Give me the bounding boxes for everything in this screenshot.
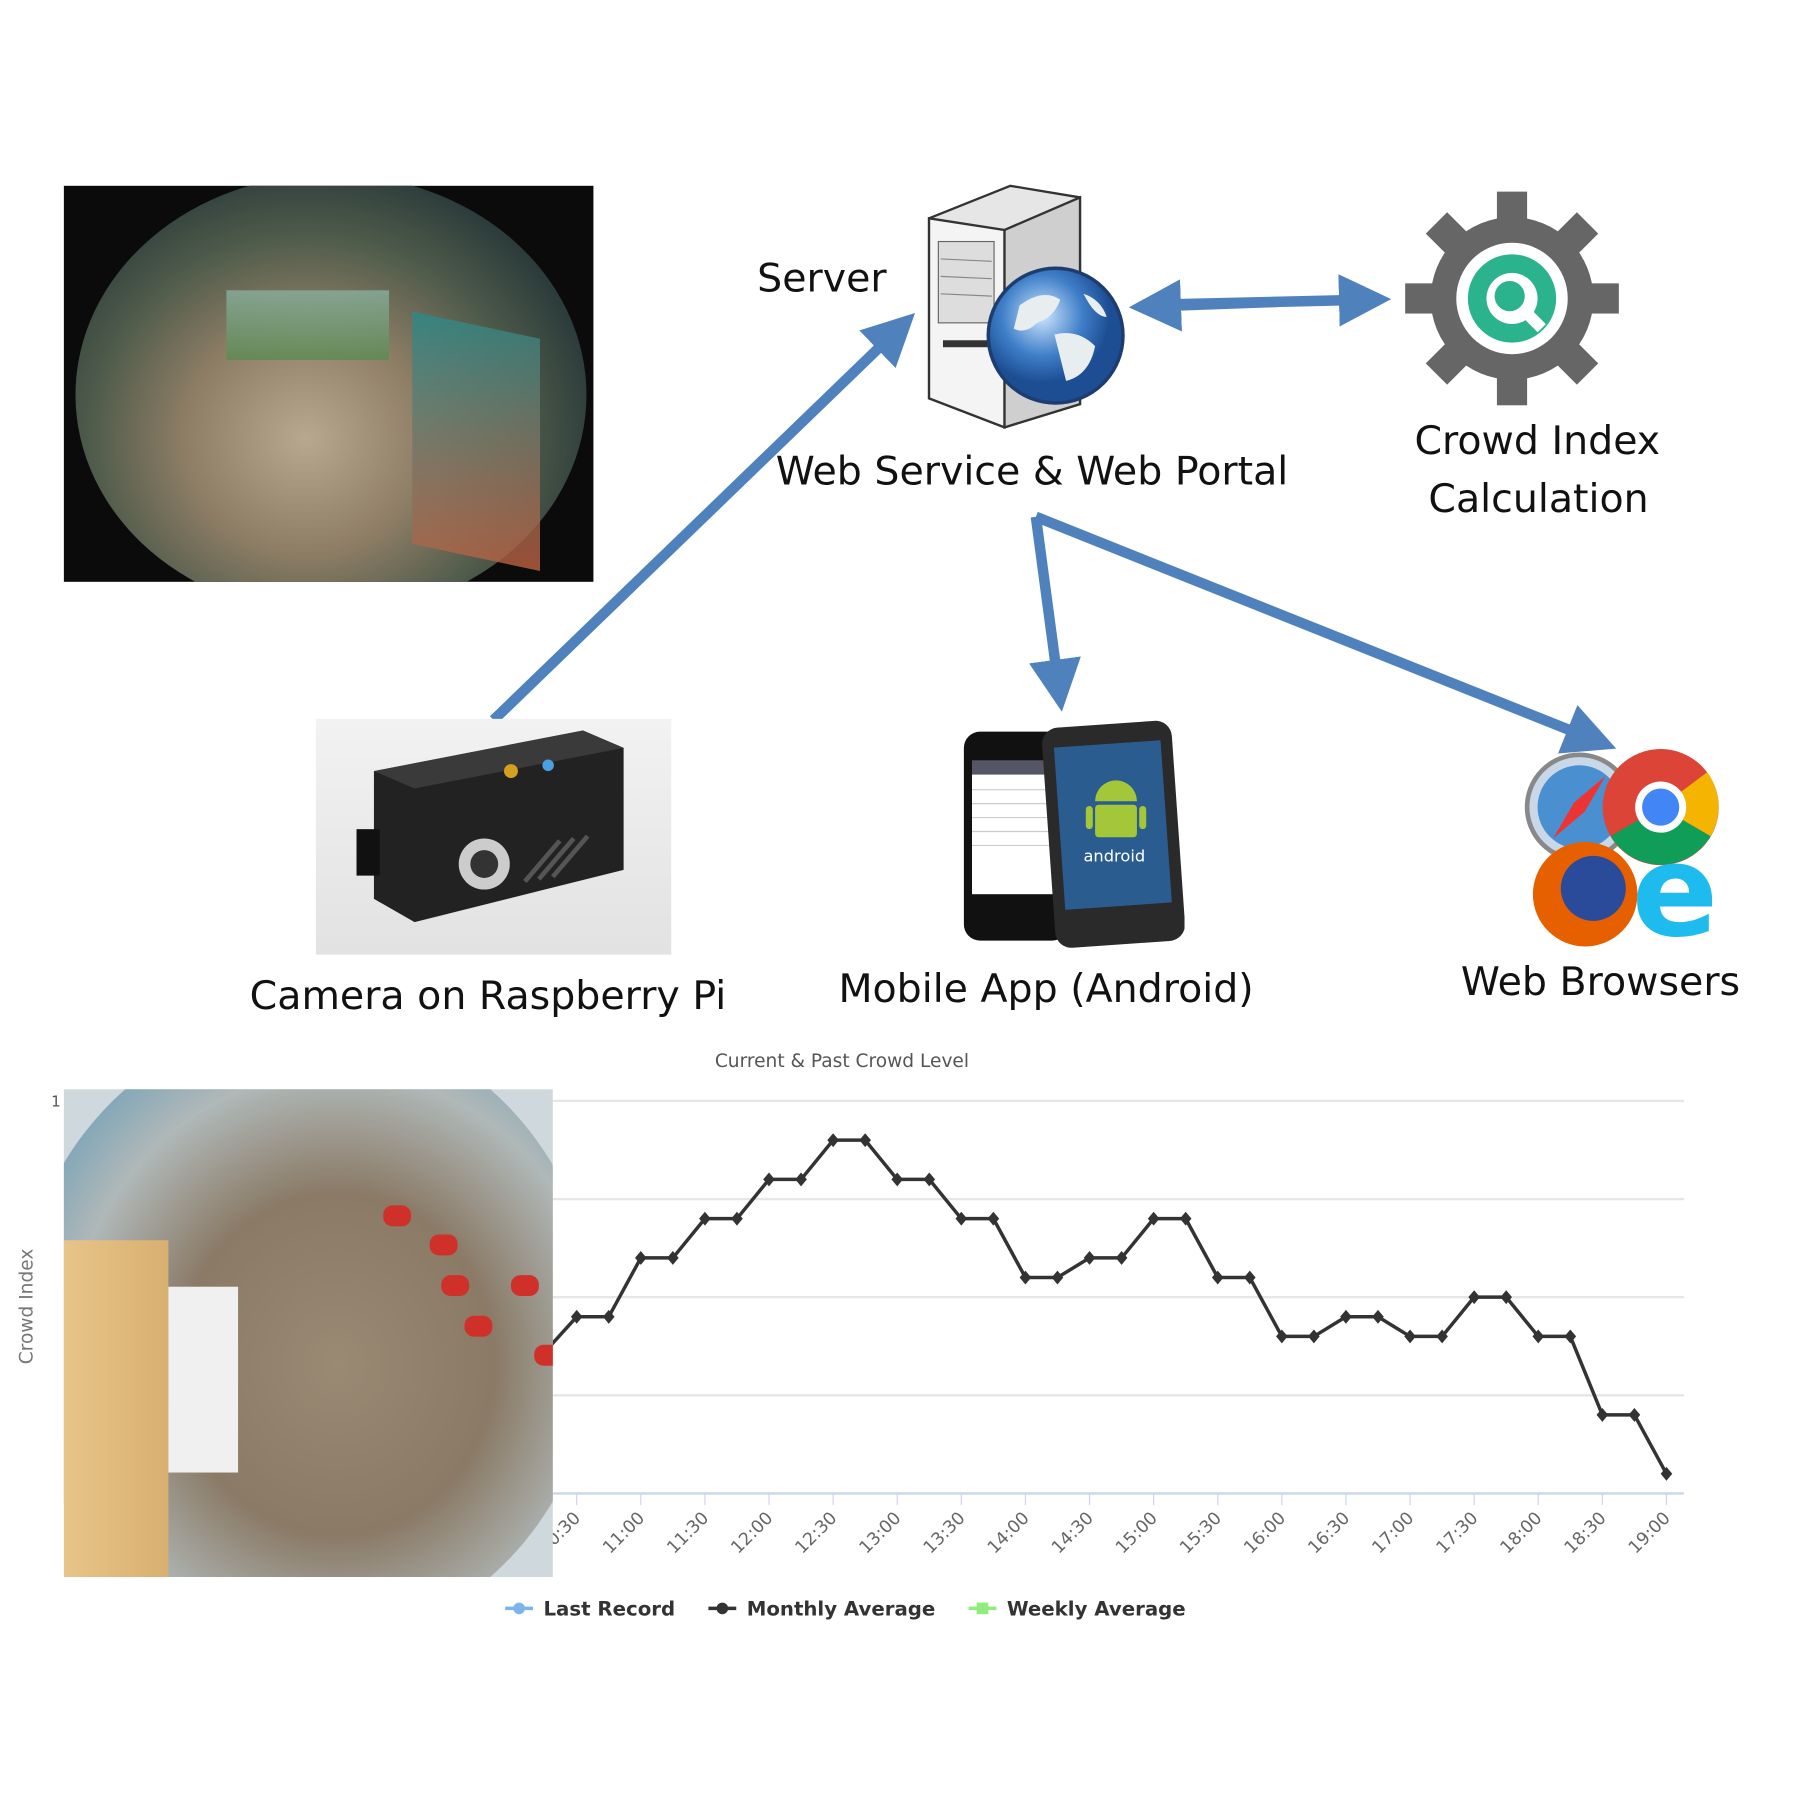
camera-device-photo: [315, 718, 672, 955]
legend-item[interactable]: Weekly Average: [968, 1597, 1186, 1620]
data-point: [827, 1133, 839, 1148]
data-point: [859, 1133, 871, 1148]
globe-icon: [986, 266, 1125, 405]
mobile-label: Mobile App (Android): [838, 966, 1254, 1013]
x-tick-label: 14:30: [1048, 1508, 1098, 1558]
legend-label: Last Record: [543, 1597, 675, 1620]
legend-item[interactable]: Last Record: [505, 1597, 675, 1620]
legend-marker: [513, 1602, 525, 1615]
data-point: [987, 1211, 1000, 1226]
server-icon: [927, 184, 1082, 430]
arrow-camera-to-server: [489, 312, 916, 724]
data-point: [731, 1211, 743, 1226]
data-point: [1596, 1407, 1609, 1422]
data-point: [1308, 1329, 1320, 1344]
x-tick-label: 15:30: [1176, 1508, 1226, 1558]
data-point: [1340, 1309, 1352, 1324]
data-point: [1468, 1290, 1480, 1305]
fisheye-lobby-photo: [63, 1089, 553, 1578]
arrow-gear-to-server: [1128, 279, 1278, 332]
legend-label: Weekly Average: [1007, 1597, 1186, 1620]
x-tick-label: 18:00: [1497, 1508, 1547, 1558]
fisheye-corridor-photo: [63, 185, 594, 582]
x-tick-label: 13:00: [856, 1508, 906, 1558]
flow-arrows: [489, 274, 1617, 754]
data-point: [955, 1211, 968, 1226]
data-point: [1147, 1211, 1160, 1226]
legend-marker: [976, 1602, 989, 1615]
legend-label: Monthly Average: [747, 1597, 936, 1620]
arrow-server-to-mobile: [1029, 516, 1081, 712]
x-tick-label: 19:00: [1625, 1508, 1675, 1558]
chrome-icon: [1602, 749, 1719, 866]
ie-icon: e: [1632, 817, 1719, 952]
series-line-monthly-average: [543, 1138, 1668, 1475]
data-point: [1372, 1309, 1384, 1324]
x-tick-label: 12:00: [728, 1508, 778, 1558]
data-point: [1404, 1329, 1416, 1344]
data-point: [1083, 1250, 1096, 1265]
web-service-label: Web Service & Web Portal: [775, 448, 1289, 495]
x-tick-label: 17:00: [1369, 1508, 1419, 1558]
y-tick-1: 1: [51, 1093, 61, 1111]
android-icon: [1085, 780, 1147, 838]
arrow-server-to-browsers: [1033, 511, 1617, 754]
camera-label: Camera on Raspberry Pi: [249, 973, 727, 1020]
x-tick-label: 12:30: [792, 1508, 842, 1558]
data-point: [1051, 1270, 1064, 1285]
x-tick-label: 18:30: [1561, 1508, 1611, 1558]
browser-icons: e: [1524, 749, 1719, 952]
server-label: Server: [757, 255, 887, 302]
x-tick-label: 17:30: [1433, 1508, 1483, 1558]
x-tick-label: 13:30: [920, 1508, 970, 1558]
x-tick-label: 11:00: [599, 1508, 649, 1558]
gear-icon: [1399, 188, 1626, 409]
smartphone-icon: android: [963, 720, 1185, 948]
legend-item[interactable]: Monthly Average: [708, 1597, 935, 1620]
crowd-index-label-line1: Crowd Index: [1414, 418, 1661, 465]
crowd-index-label-line2: Calculation: [1428, 476, 1649, 523]
legend-marker: [716, 1602, 729, 1615]
svg-text:android: android: [1083, 847, 1145, 866]
chart-title: Current & Past Crowd Level: [715, 1051, 969, 1072]
svg-text:e: e: [1632, 817, 1719, 952]
safari-icon: [1524, 752, 1634, 862]
x-tick-label: 14:00: [984, 1508, 1034, 1558]
browsers-label: Web Browsers: [1460, 959, 1741, 1006]
camera-device-icon: [356, 730, 624, 923]
x-tick-label: 16:00: [1240, 1508, 1290, 1558]
x-tick-label: 11:30: [663, 1508, 713, 1558]
firefox-icon: [1532, 841, 1638, 947]
y-axis-label: Crowd Index: [17, 1249, 38, 1365]
x-tick-label: 15:00: [1112, 1508, 1162, 1558]
data-point: [1564, 1329, 1577, 1344]
x-tick-label: 16:30: [1305, 1508, 1355, 1558]
